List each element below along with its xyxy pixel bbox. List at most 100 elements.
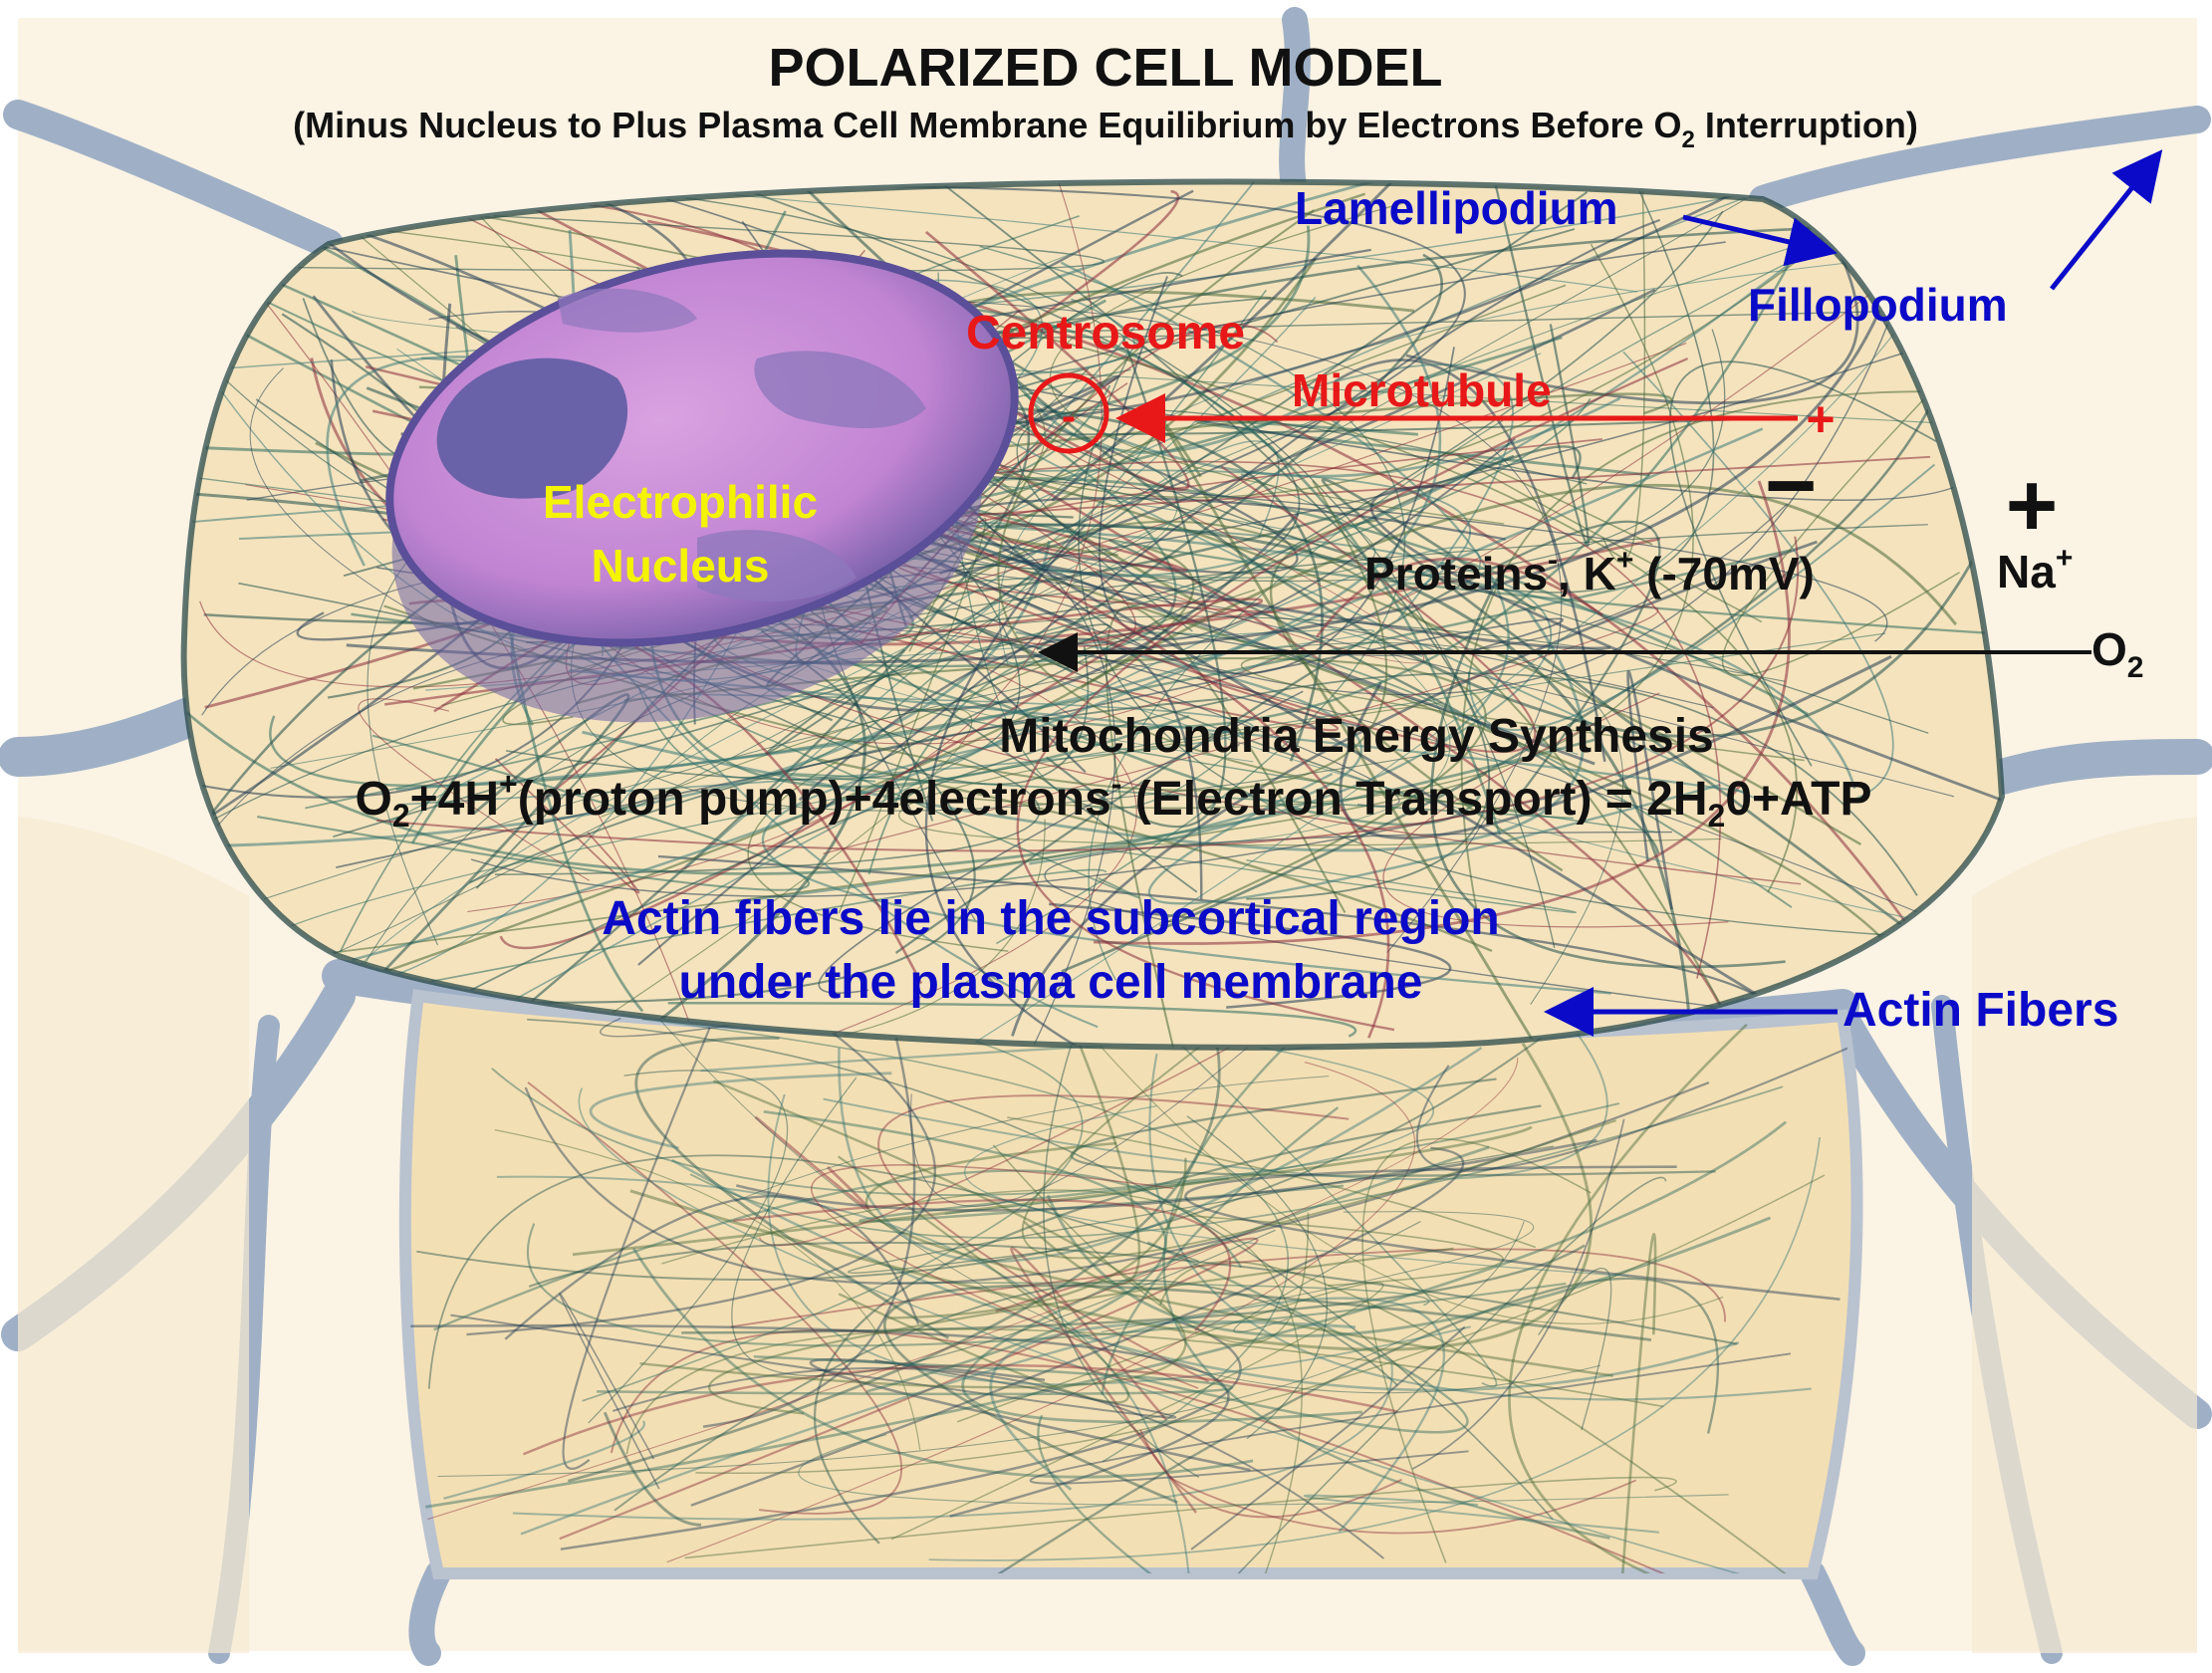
actin-fiber — [1382, 692, 1729, 928]
actin-fiber — [636, 289, 1267, 779]
chromatin-patch — [754, 351, 926, 428]
actin-fiber — [1178, 1042, 1498, 1388]
actin-fiber — [603, 1411, 702, 1527]
actin-fiber — [524, 1080, 1710, 1286]
actin-fiber — [416, 1015, 1571, 1282]
microtubule-label: Microtubule — [1292, 364, 1552, 416]
actin-fiber — [569, 669, 1748, 794]
actin-fiber — [730, 1248, 1726, 1328]
actin-fiber — [864, 1141, 1613, 1377]
nucleolus — [436, 358, 628, 499]
actin-fiber — [898, 701, 1722, 846]
actin-fiber — [641, 1018, 1290, 1463]
actin-fiber — [707, 1247, 1454, 1415]
sodium-label: Na+ — [1997, 542, 2073, 598]
actin-fiber — [818, 690, 1304, 994]
actin-fiber — [395, 264, 1442, 791]
actin-fiber — [684, 1476, 1677, 1559]
centrosome-circle — [1028, 372, 1109, 454]
actin-fiber — [453, 672, 1918, 1000]
actin-fiber — [890, 1282, 1384, 1541]
diagram-title: POLARIZED CELL MODEL — [768, 38, 1442, 98]
actin-fiber — [754, 1115, 869, 1210]
actin-fiber — [794, 472, 1390, 1039]
actin-fiber — [562, 1027, 711, 1470]
chromatin-patch — [697, 530, 857, 601]
actin-fiber — [765, 191, 1589, 755]
actin-fiber — [589, 1072, 892, 1150]
lamellipodium-label: Lamellipodium — [1295, 182, 1618, 234]
nucleus-body — [385, 249, 1019, 647]
actin-fiber — [989, 1319, 1356, 1491]
actin-fiber — [1538, 1268, 1612, 1431]
nucleus — [385, 249, 1019, 723]
actin-fiber — [887, 1157, 1187, 1319]
actin-fiber — [1311, 363, 1514, 621]
actin-fiber — [1094, 480, 1791, 945]
actin-fiber — [689, 1085, 1784, 1239]
actin-fiber — [631, 1247, 1254, 1479]
actin-fiber — [964, 1105, 1629, 1278]
actin-fiber — [1101, 1106, 1340, 1395]
actin-fiber — [938, 181, 1908, 499]
actin-fiber — [1079, 1021, 1724, 1324]
actin-fiber — [1043, 1027, 1200, 1479]
diagram-subtitle: (Minus Nucleus to Plus Plasma Cell Membr… — [293, 105, 1918, 153]
actin-fiber — [512, 1362, 1393, 1521]
lower-cell — [398, 989, 1863, 1579]
actin-fiber — [183, 540, 1051, 849]
actin-fiber — [661, 1189, 1303, 1573]
membrane-outer-plus: + — [2006, 456, 2059, 556]
actin-fiber — [847, 1145, 1554, 1274]
lamellipodium-arrow — [1682, 214, 1838, 267]
actin-fiber — [1235, 1176, 1667, 1573]
actin-fiber — [1411, 1118, 1625, 1470]
actin-fiber — [637, 218, 1661, 966]
actin-fiber — [410, 1323, 1230, 1518]
actin-fiber — [582, 1010, 1084, 1402]
actin-fiber — [1037, 1414, 1177, 1573]
actin-fiber — [1430, 577, 1786, 969]
actin-fiber — [758, 1029, 1263, 1247]
actin-fiber — [667, 1001, 1357, 1038]
actin-fiber — [735, 1138, 1598, 1212]
actin-fiber — [734, 1076, 1330, 1202]
left-neighbor-cell — [18, 817, 249, 1653]
actin-fiber — [625, 1327, 1664, 1455]
mitochondria-title: Mitochondria Energy Synthesis — [999, 710, 1713, 763]
actin-fiber — [1007, 1116, 1537, 1249]
actin-fiber — [924, 524, 1108, 1048]
actin-fiber — [876, 185, 1466, 576]
actin-fiber — [407, 1058, 1519, 1527]
actin-fiber — [579, 655, 1139, 899]
actin-fiber — [528, 1241, 1738, 1345]
actin-fiber — [837, 1155, 1129, 1404]
actin-fiber — [597, 1355, 1233, 1396]
actin-fiber — [212, 642, 1624, 1005]
actin-fiber — [1601, 183, 1646, 564]
actin-fiber — [504, 1195, 920, 1340]
actin-fiber — [859, 1177, 1344, 1223]
actin-fiber — [384, 868, 1107, 992]
right-neighbor-cell — [1972, 817, 2197, 1653]
actin-fiber — [928, 1136, 1822, 1561]
actin-fiber — [578, 1087, 1771, 1573]
actin-fiber — [588, 1070, 789, 1424]
actin-fiber — [639, 1079, 1187, 1389]
actin-fiber — [1148, 1053, 1812, 1401]
actin-fiber — [409, 1120, 1787, 1512]
actin-fiber — [731, 1076, 1276, 1377]
actin-fiber — [768, 459, 1888, 642]
actin-fiber — [450, 1314, 1177, 1419]
actin-note-line2: under the plasma cell membrane — [679, 956, 1423, 1009]
actin-fiber — [559, 1237, 1259, 1541]
actin-fiber — [809, 1357, 1251, 1472]
actin-fiber — [567, 1041, 1221, 1483]
actin-fiber — [806, 188, 1978, 738]
actin-fiber — [629, 1042, 1593, 1351]
actin-fiber — [1626, 669, 1673, 910]
actin-fiber — [1016, 357, 1689, 1032]
actin-fiber — [437, 1221, 1525, 1478]
